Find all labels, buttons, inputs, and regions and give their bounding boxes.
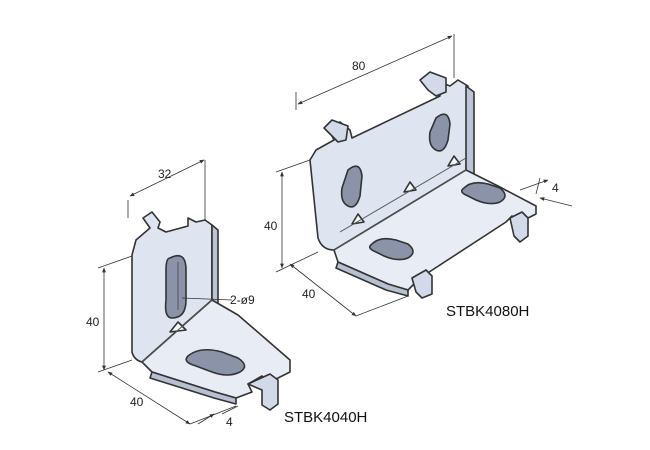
large-bracket xyxy=(309,71,537,299)
small-vertical-slot xyxy=(164,254,187,319)
large-model-label: STBK4080H xyxy=(446,303,529,320)
large-rib-1 xyxy=(351,213,365,225)
large-dim-depth: 40 xyxy=(302,287,316,301)
large-dim-width: 80 xyxy=(352,59,366,73)
large-base-slot-right xyxy=(460,181,506,205)
large-dim-thickness: 4 xyxy=(552,181,559,195)
large-top-tab xyxy=(419,71,447,97)
large-vertical-edge xyxy=(465,85,475,177)
small-dim-depth: 40 xyxy=(130,395,144,409)
small-dimensions: 32 40 40 4 2-ø9 xyxy=(86,159,255,429)
small-base-tab xyxy=(247,373,279,411)
large-top-tab-left xyxy=(323,119,349,143)
large-base-tab-right xyxy=(509,211,529,243)
large-wall-slot-right xyxy=(428,113,451,152)
small-model-label: STBK4040H xyxy=(284,409,367,426)
small-base-slot xyxy=(185,348,246,376)
large-base-slot-left xyxy=(368,237,414,261)
small-hole-label: 2-ø9 xyxy=(230,293,255,307)
large-base-tab-left xyxy=(411,269,433,299)
small-dim-thickness: 4 xyxy=(226,415,233,429)
large-dim-height: 40 xyxy=(264,219,278,233)
small-bracket xyxy=(131,211,291,411)
small-dim-height: 40 xyxy=(86,315,100,329)
small-vertical-edge xyxy=(211,224,219,306)
large-wall-slot-left xyxy=(340,165,363,208)
large-dimensions: 80 40 40 4 xyxy=(264,34,573,317)
small-dim-width: 32 xyxy=(158,167,172,181)
